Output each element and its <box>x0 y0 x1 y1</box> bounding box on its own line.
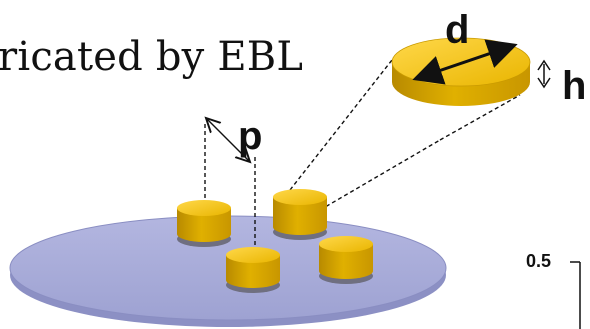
nanodisk <box>226 247 280 293</box>
nanodisk <box>319 236 373 284</box>
diameter-arrow <box>412 39 518 85</box>
diameter-label: d <box>445 8 470 52</box>
height-label: h <box>562 64 587 108</box>
nanodisk <box>273 189 327 240</box>
projection-lines <box>204 59 521 252</box>
height-arrow <box>537 59 551 89</box>
nanodisk <box>177 200 231 247</box>
period-arrow <box>206 118 250 162</box>
period-label: p <box>238 114 263 158</box>
axis-fragment <box>570 261 581 329</box>
figure-caption: ricated by EBL <box>0 34 304 80</box>
axis-tick-label: 0.5 <box>526 251 552 271</box>
